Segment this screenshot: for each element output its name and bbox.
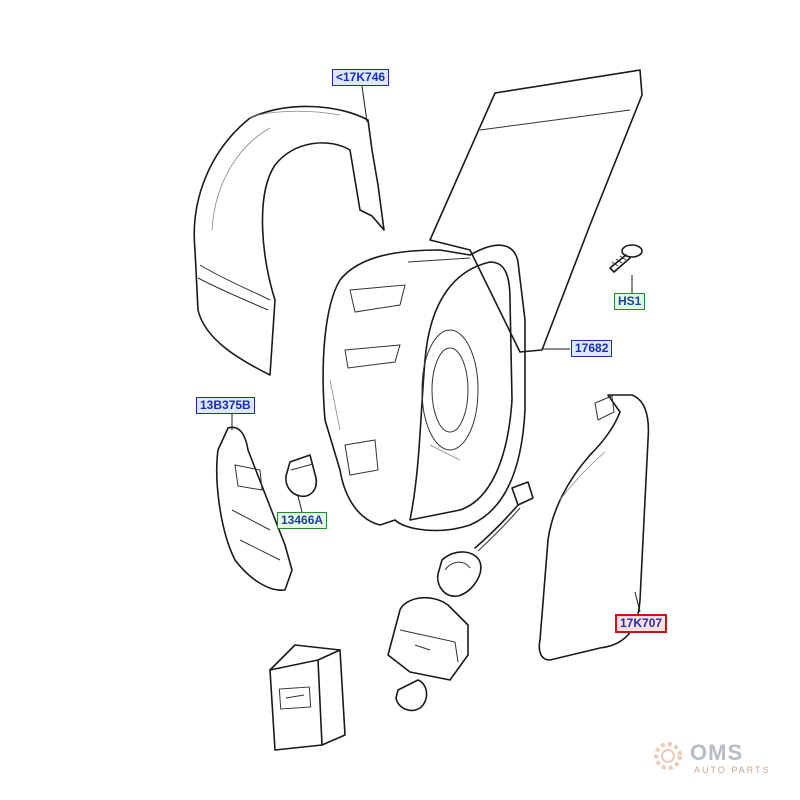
mirror-glass-backing-part <box>429 69 643 353</box>
puddle-bulb-part <box>395 679 428 712</box>
watermark-tagline: AUTO PARTS <box>694 765 771 775</box>
label-indicator-lens[interactable]: 13B375B <box>196 397 255 414</box>
mirror-cover-part <box>193 105 385 376</box>
puddle-lamp-part <box>387 596 469 681</box>
mirror-housing-part <box>322 244 526 532</box>
brand-logo-icon <box>654 742 682 770</box>
label-indicator-bulb[interactable]: 13466A <box>277 512 328 529</box>
mirror-switch-part <box>269 644 346 751</box>
harness-connector-part <box>436 481 534 597</box>
leader-lines <box>231 85 641 613</box>
watermark-brand: OMS <box>690 740 744 765</box>
screw-part <box>609 244 643 273</box>
label-mirror-glass-backing[interactable]: 17682 <box>571 340 613 357</box>
indicator-lens-part <box>216 426 293 591</box>
indicator-bulb-part <box>285 454 318 498</box>
mirror-glass-part <box>538 394 650 661</box>
label-mirror-glass[interactable]: 17K707 <box>615 614 668 633</box>
label-mirror-cover[interactable]: <17K746 <box>332 69 390 86</box>
label-screw[interactable]: HS1 <box>614 293 646 310</box>
